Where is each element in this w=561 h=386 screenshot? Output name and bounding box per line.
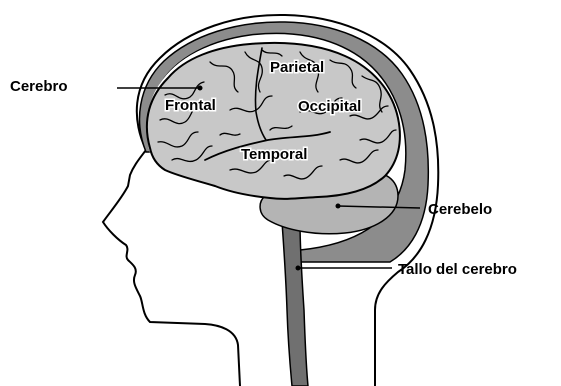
- label-occipital: Occipital: [298, 98, 361, 115]
- label-cerebelo: Cerebelo: [428, 201, 492, 218]
- cerebro-pointer: [198, 86, 203, 91]
- cerebelo-pointer: [336, 204, 341, 209]
- label-frontal: Frontal: [165, 97, 216, 114]
- label-cerebro: Cerebro: [10, 78, 68, 95]
- label-tallo-del-cerebro: Tallo del cerebro: [398, 261, 517, 278]
- tallo-pointer: [296, 266, 301, 271]
- label-parietal: Parietal: [270, 59, 324, 76]
- label-temporal: Temporal: [241, 146, 307, 163]
